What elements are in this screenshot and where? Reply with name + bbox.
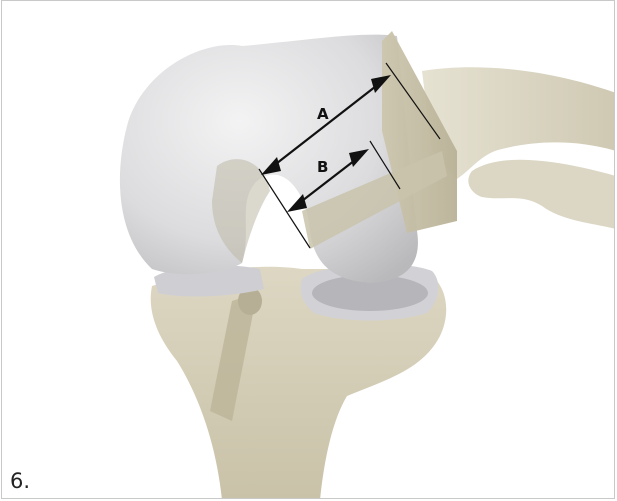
step-number: 6. [10, 469, 30, 493]
label-a: A [317, 105, 329, 123]
label-b: B [317, 158, 328, 176]
femur-bone [120, 31, 457, 283]
